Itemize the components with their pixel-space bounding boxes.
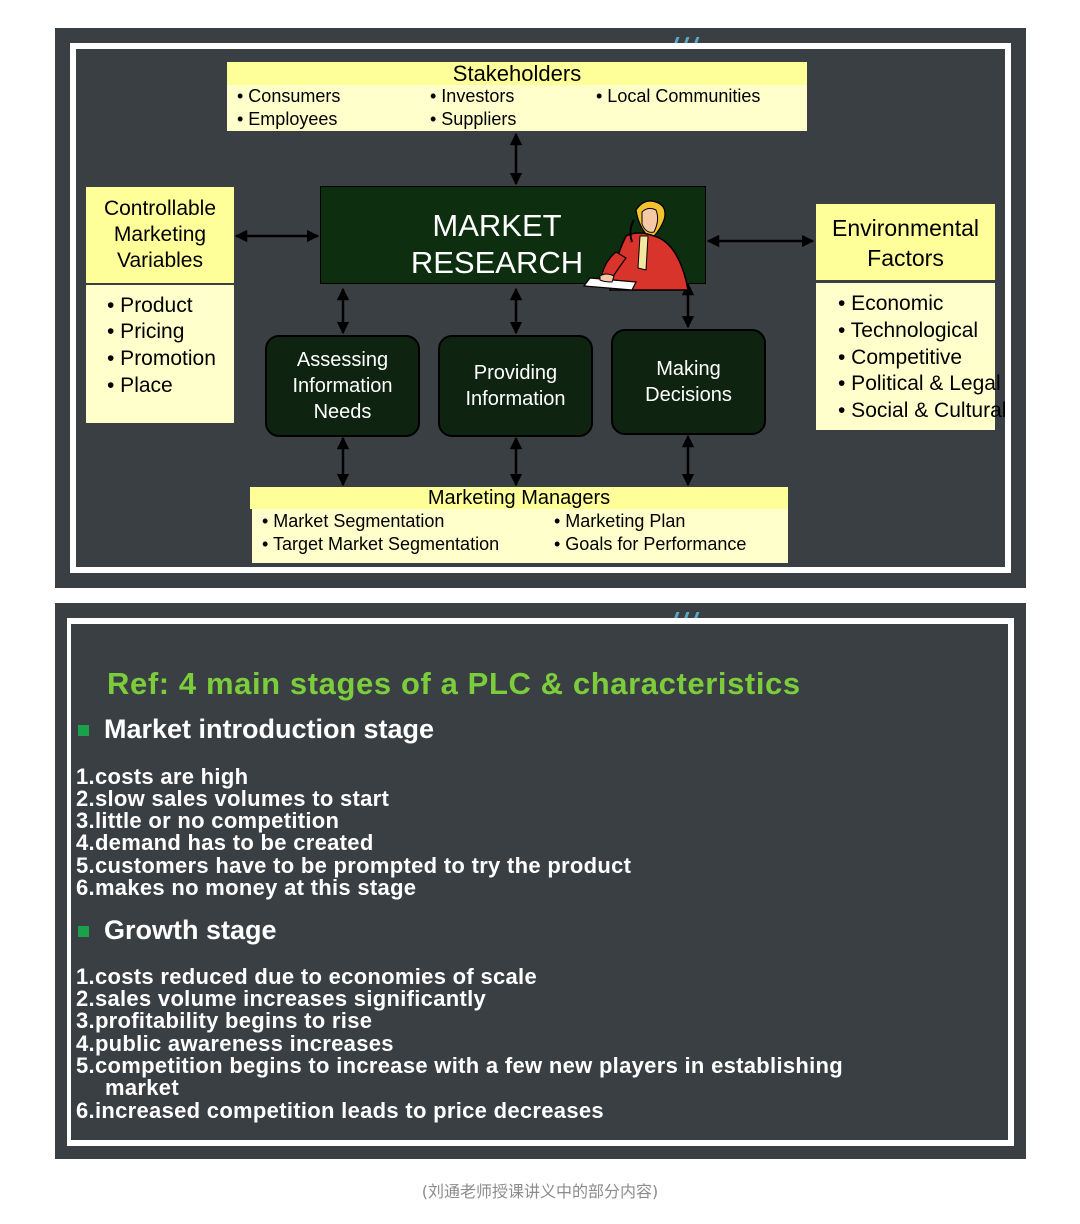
market-research-box: MARKET RESEARCH (320, 186, 706, 291)
market-research-line1: MARKET (432, 208, 562, 243)
stakeholder-item: • Investors (430, 86, 515, 106)
managers-title-box: Marketing Managers (250, 487, 788, 509)
managers-list-box (252, 509, 788, 563)
growth-item: 2.sales volume increases significantly (76, 986, 487, 1011)
controllable-title-line: Variables (117, 249, 203, 272)
controllable-list-box (86, 285, 234, 423)
growth-item: 3.profitability begins to rise (76, 1008, 373, 1033)
manager-item: • Target Market Segmentation (262, 534, 500, 554)
growth-item: 1.costs reduced due to economies of scal… (76, 964, 538, 989)
slide1-inner-frame (70, 43, 1011, 573)
growth-item: 4.public awareness increases (76, 1031, 394, 1056)
managers-title: Marketing Managers (427, 487, 611, 509)
environmental-item: • Competitive (838, 346, 963, 369)
stakeholders-title: Stakeholders (452, 61, 582, 86)
square-bullet-icon (78, 725, 89, 736)
introduction-item: 5.customers have to be prompted to try t… (76, 853, 632, 878)
environmental-list-box (816, 283, 995, 430)
box-line: Information (292, 375, 393, 397)
image-caption: (刘通老师授课讲义中的部分内容) (421, 1182, 659, 1201)
making-decisions-box: Making Decisions (611, 329, 766, 435)
controllable-title-line: Controllable (103, 197, 217, 220)
market-research-line2: RESEARCH (410, 245, 584, 280)
manager-item: • Goals for Performance (554, 534, 747, 554)
introduction-item: 1.costs are high (76, 764, 249, 789)
controllable-item: • Promotion (107, 347, 216, 370)
controllable-item: • Product (107, 294, 193, 317)
box-line: Assessing (296, 349, 389, 371)
stakeholders-list-box (227, 85, 807, 131)
stakeholder-item: • Suppliers (430, 109, 517, 129)
controllable-title-line: Marketing (113, 223, 207, 246)
growth-item: 6.increased competition leads to price d… (76, 1098, 604, 1123)
growth-item: 5.competition begins to increase with a … (76, 1053, 844, 1078)
environmental-item: • Social & Cultural (838, 399, 1007, 422)
introduction-item: 6.makes no money at this stage (76, 875, 417, 900)
woman-on-phone-icon (582, 200, 689, 291)
introduction-item: 3.little or no competition (76, 808, 340, 833)
box-line: Decisions (645, 384, 732, 406)
environmental-title-line: Environmental (831, 215, 980, 241)
stakeholders-title-box: Stakeholders (227, 62, 807, 85)
stakeholder-item: • Employees (237, 109, 338, 129)
stakeholder-item: • Local Communities (596, 86, 761, 106)
providing-information-box: Providing Information (438, 335, 593, 437)
stage-title-growth: Growth stage (104, 915, 277, 945)
box-line: Information (465, 388, 566, 410)
environmental-title-box: Environmental Factors (816, 204, 995, 280)
manager-item: • Market Segmentation (262, 511, 445, 531)
controllable-item: • Place (107, 374, 173, 397)
growth-item: market (105, 1075, 179, 1100)
introduction-item: 4.demand has to be created (76, 830, 374, 855)
box-line: Needs (313, 401, 372, 423)
environmental-title-line: Factors (867, 245, 944, 271)
controllable-item: • Pricing (107, 320, 185, 343)
box-line: Making (656, 358, 721, 380)
environmental-item: • Economic (838, 292, 944, 315)
environmental-item: • Technological (838, 319, 979, 342)
manager-item: • Marketing Plan (554, 511, 686, 531)
slide2-inner-frame (67, 618, 1014, 1146)
square-bullet-icon (78, 926, 89, 937)
assessing-information-needs-box: Assessing Information Needs (265, 335, 420, 437)
controllable-title-box: Controllable Marketing Variables (86, 187, 234, 283)
environmental-item: • Political & Legal (838, 372, 1001, 395)
plc-heading: Ref: 4 main stages of a PLC & characteri… (107, 666, 801, 701)
slide-plc-stages (55, 603, 1026, 1159)
stakeholder-item: • Consumers (237, 86, 341, 106)
introduction-item: 2.slow sales volumes to start (76, 786, 390, 811)
stage-title-introduction: Market introduction stage (104, 714, 435, 744)
box-line: Providing (473, 362, 558, 384)
